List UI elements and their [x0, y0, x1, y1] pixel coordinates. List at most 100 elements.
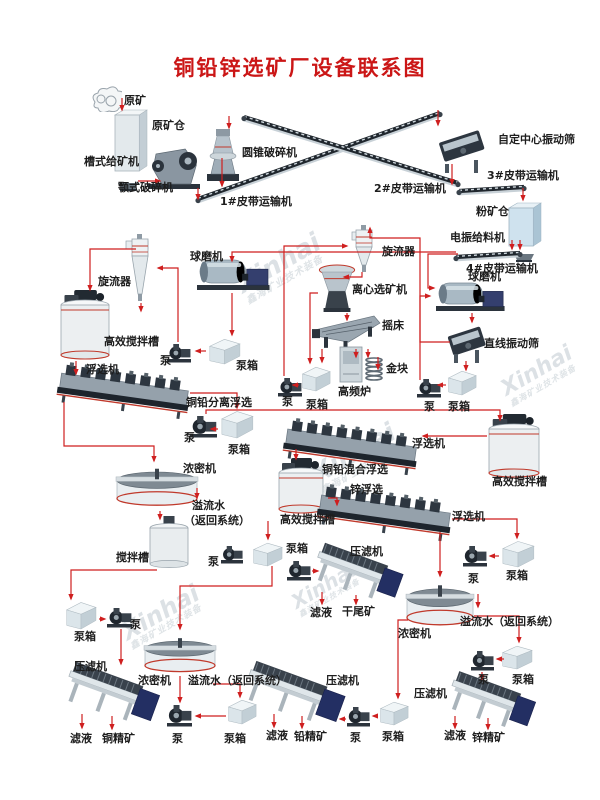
label-overflow-1a: 溢流水 [192, 499, 225, 512]
label-belt-4: 4#皮带运输机 [466, 262, 538, 275]
connector-15 [367, 226, 421, 380]
connector-16 [283, 243, 349, 376]
connector-60 [213, 683, 243, 699]
label-cyclone-center: 旋流器 [382, 245, 415, 258]
mixing-tank-graphic [146, 516, 192, 570]
label-trough-feeder: 槽式给矿机 [84, 155, 139, 168]
connector-29 [87, 248, 136, 292]
connector-19 [307, 292, 318, 365]
pumpbox-l2-graphic [219, 409, 255, 440]
connector-28 [156, 265, 179, 342]
label-filtrate-zn: 滤液 [444, 729, 466, 742]
connector-46 [452, 518, 520, 540]
label-pumpbox-m: 泵箱 [286, 542, 308, 555]
label-dry-tailings: 干尾矿 [342, 605, 375, 618]
label-zinc-flotation: 锌浮选 [350, 483, 383, 496]
label-thickener-2: 浓密机 [138, 674, 171, 687]
flotation-3-graphic [313, 479, 456, 544]
agitator-mid-graphic [276, 458, 326, 516]
pump-zn-graphic [470, 650, 495, 671]
label-mixing-tank: 搅拌槽 [116, 551, 149, 564]
connector-45 [328, 497, 340, 507]
connector-12 [419, 293, 450, 343]
label-pump-bm: 泵 [172, 732, 183, 745]
label-raw-ore: 原矿 [124, 94, 146, 107]
self-centering-screen-graphic [436, 121, 488, 173]
label-belt-1: 1#皮带运输机 [220, 195, 292, 208]
label-press-cu: 压滤机 [74, 660, 107, 673]
label-pump-c1: 泵 [282, 395, 293, 408]
label-agitator-mid: 高效搅拌槽 [280, 513, 335, 526]
pump-m2-graphic [286, 560, 312, 581]
label-self-centering-screen: 自定中心振动筛 [498, 133, 575, 146]
label-press-pb: 压滤机 [326, 674, 359, 687]
label-gold-nugget: 金块 [386, 362, 408, 375]
pumpbox-zn-graphic [500, 644, 534, 671]
connector-59 [177, 566, 273, 631]
pumpbox-c2-graphic [446, 369, 478, 397]
label-flotation-1: 浮选机 [86, 363, 119, 376]
label-linear-screen: 直线振动筛 [484, 337, 539, 350]
connector-25 [229, 251, 456, 263]
connector-38 [68, 569, 157, 601]
pumpbox-m-graphic [251, 541, 284, 568]
jaw-crusher-graphic [146, 145, 202, 191]
connector-54 [474, 615, 522, 644]
pumpbox-pb-graphic [378, 700, 410, 727]
furnace-graphic [338, 344, 384, 386]
label-centrifugal-separator: 离心选矿机 [352, 283, 407, 296]
label-pumpbox-zn: 泵箱 [512, 673, 534, 686]
pumpbox-l1-graphic [207, 337, 242, 366]
label-pump-pb: 泵 [350, 731, 361, 744]
press-tailings-graphic [306, 538, 411, 612]
label-cu-concentrate: 铜精矿 [102, 732, 135, 745]
label-agitator-left: 高效搅拌槽 [104, 335, 159, 348]
label-cyclone-left: 旋流器 [98, 275, 131, 288]
thickener-1-graphic [114, 462, 200, 510]
label-pumpbox-bm: 泵箱 [224, 732, 246, 745]
flotation-1-graphic [53, 357, 194, 421]
connector-10 [427, 253, 458, 291]
label-hf-furnace: 高频炉 [338, 385, 371, 398]
pumpbox-c1-graphic [300, 365, 332, 393]
label-ball-mill-left: 球磨机 [190, 250, 223, 263]
belt-2-graphic [241, 114, 461, 188]
pump-bm-graphic [166, 704, 193, 727]
label-jaw-crusher: 颚式破碎机 [118, 181, 173, 194]
linear-screen-graphic [445, 321, 489, 363]
agitator-left-graphic [58, 290, 112, 362]
belt-3-graphic [456, 184, 527, 196]
press-pb-graphic [235, 657, 352, 739]
label-pb-concentrate: 铅精矿 [294, 730, 327, 743]
label-pumpbox-l1: 泵箱 [236, 359, 258, 372]
label-cu-pb-separation: 铜铅分离浮选 [186, 396, 252, 409]
flotation-2-graphic [279, 413, 422, 480]
trough-feeder-graphic [116, 176, 140, 191]
label-belt-2: 2#皮带运输机 [374, 182, 446, 195]
connector-35 [63, 402, 157, 463]
ball-mill-left-graphic [195, 254, 271, 292]
label-pumpbox-c1: 泵箱 [306, 398, 328, 411]
label-fine-ore-bin: 粉矿仓 [476, 205, 509, 218]
pumpbox-bl-graphic [64, 600, 98, 631]
pump-pb-graphic [346, 706, 371, 727]
belt-4-graphic [453, 250, 523, 262]
pump-m1-graphic [220, 545, 244, 564]
agitator-right-graphic [486, 414, 542, 480]
label-pumpbox-l2: 泵箱 [228, 443, 250, 456]
press-zn-graphic [440, 666, 543, 741]
label-agitator-right: 高效搅拌槽 [492, 475, 547, 488]
label-press-zn: 压滤机 [414, 687, 447, 700]
pump-bl-graphic [106, 607, 133, 628]
shaking-table-graphic [312, 314, 382, 350]
pump-r3-graphic [462, 545, 488, 567]
label-flotation-2: 浮选机 [412, 437, 445, 450]
connector-32 [190, 392, 240, 410]
press-cu-graphic [55, 658, 167, 739]
cone-crusher-graphic [203, 125, 243, 183]
label-pump-m1: 泵 [208, 555, 219, 568]
label-ball-mill-right: 球磨机 [468, 270, 501, 283]
label-cu-pb-bulk-flotation: 铜铅混合浮选 [322, 463, 388, 476]
